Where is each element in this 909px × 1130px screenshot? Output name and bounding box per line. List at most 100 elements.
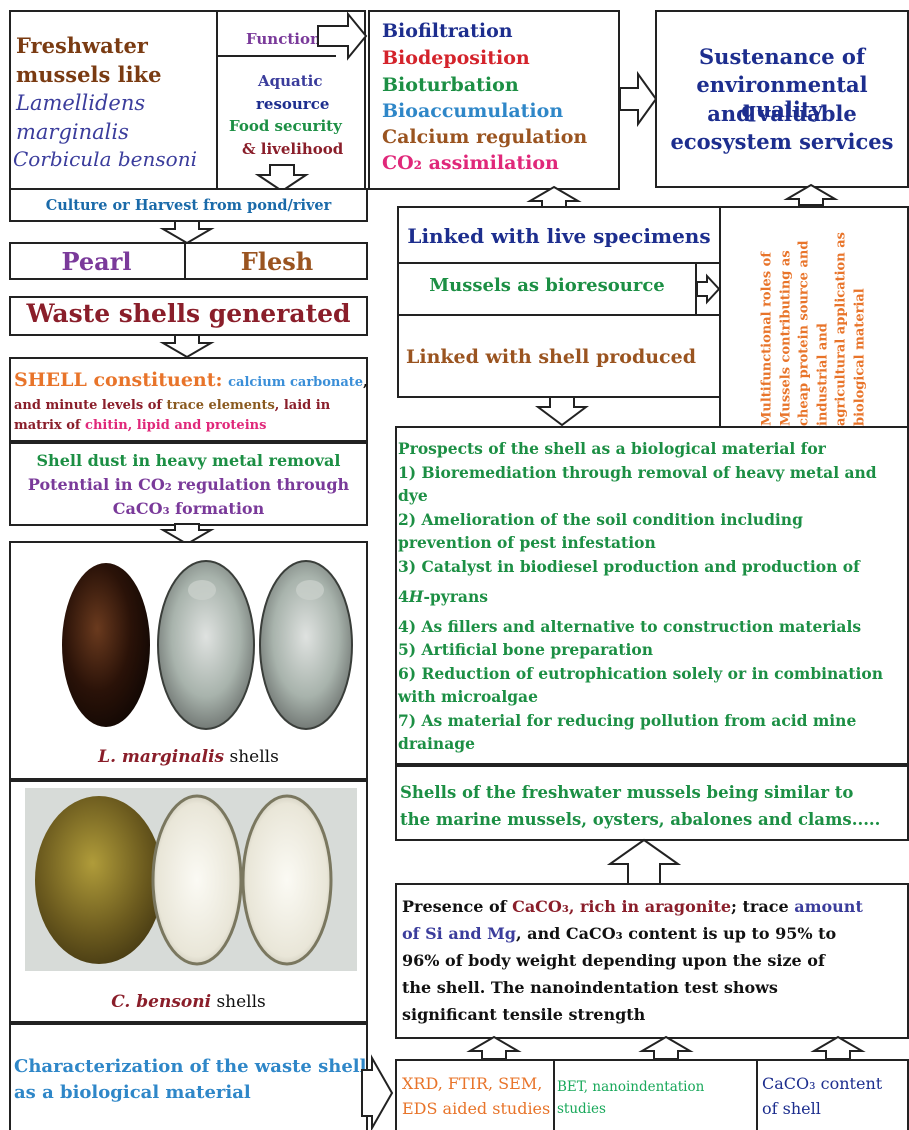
culture-text: Culture or Harvest from pond/river (45, 197, 332, 214)
arrow-to-sustenance (619, 70, 658, 128)
prospects-box (395, 426, 909, 765)
characterization-box (9, 1023, 368, 1130)
presence-line2: of Si and Mg, and CaCO₃ content is up to… (402, 924, 837, 943)
culture-box (9, 188, 368, 222)
cb-caption: C. bensoni shells (111, 992, 266, 1012)
caco3-box (756, 1059, 909, 1130)
multi-line3: cheap protein source and (796, 240, 812, 426)
xrd-line2: EDS aided studies (402, 1099, 551, 1118)
functions-arrow (317, 11, 368, 61)
multi-line6: biological material (852, 288, 867, 426)
similar-box (395, 765, 909, 841)
shell-constituent-line2: and minute levels of trace elements, lai… (14, 398, 331, 413)
arrow-down-aquatic (254, 164, 310, 193)
aquatic-line3: Food security (229, 117, 342, 135)
bioresource-text: Mussels as bioresource (429, 275, 665, 296)
prospect-7b: drainage (398, 734, 475, 753)
arrow-up-sustenance (783, 183, 839, 206)
arrow-to-multifunctional (696, 273, 721, 305)
characterization-line2: as a biological material (14, 1082, 251, 1103)
lm-shell-exterior (62, 563, 150, 727)
xrd-line1: XRD, FTIR, SEM, (402, 1074, 543, 1093)
bet-line2: studies (557, 1101, 606, 1117)
pearl-label: Pearl (61, 247, 132, 276)
prospect-6b: with microalgae (398, 687, 538, 706)
caco3-line1: CaCO₃ content (762, 1074, 883, 1093)
multi-line5: agricultural application as (833, 232, 849, 426)
presence-line4: the shell. The nanoindentation test show… (402, 978, 778, 997)
prospect-1a: 1) Bioremediation through removal of hea… (398, 462, 877, 482)
shell-constituent-box (9, 357, 368, 442)
lm-shell-interior-left (157, 560, 255, 730)
process-co2: CO₂ assimilation (382, 152, 559, 174)
prospect-2a: 2) Amelioration of the soil condition in… (398, 509, 803, 529)
caco3-aragonite: CaCO₃, rich in aragonite (512, 897, 732, 916)
multifunctional-box (719, 206, 909, 428)
prospects-title: Prospects of the shell as a biological m… (398, 439, 826, 458)
shell-constituent-line3: matrix of chitin, lipid and proteins (14, 418, 267, 433)
pearl-flesh-box (9, 242, 368, 280)
process-bioaccumulation: Bioaccumulation (382, 100, 564, 122)
aquatic-line2: resource (256, 95, 330, 113)
characterization-line1: Characterization of the waste shell (14, 1056, 367, 1077)
sustenance-line3: and valuable (707, 101, 857, 126)
xrd-box (395, 1059, 555, 1130)
si-mg: of Si and Mg (402, 924, 516, 943)
arrow-down-prospects (535, 396, 589, 427)
process-bioturbation: Bioturbation (382, 74, 519, 96)
lm-caption: L. marginalis shells (98, 747, 279, 767)
sustenance-line4: ecosystem services (670, 129, 894, 154)
prospect-1b: dye (398, 486, 428, 505)
waste-box (9, 296, 368, 336)
shell-dust-box (9, 442, 368, 526)
presence-box (395, 883, 909, 1039)
multi-line2: Mussels contributing as (778, 250, 793, 426)
arrow-up-bet (638, 1035, 694, 1060)
prospect-2b: prevention of pest infestation (398, 533, 656, 552)
arrow-down-culture (159, 220, 215, 245)
process-biodeposition: Biodeposition (382, 47, 530, 69)
arrow-to-studies (361, 1054, 394, 1130)
process-biofiltration: Biofiltration (382, 20, 513, 42)
bet-box (553, 1059, 758, 1130)
linked-live-box (397, 206, 721, 264)
prospect-5: 5) Artificial bone preparation (398, 640, 653, 659)
shell-constituent-title: SHELL constituent: (14, 369, 223, 391)
arrow-up-xrd (466, 1035, 522, 1060)
lm-shells-image (62, 560, 353, 730)
lm-shell-interior-right (259, 560, 353, 730)
shell-constituent-line1: SHELL constituent: calcium carbonate, (14, 369, 368, 391)
shell-dust-line3: CaCO₃ formation (112, 499, 265, 518)
similar-line1: Shells of the freshwater mussels being s… (400, 783, 854, 802)
arrow-up-similar (606, 838, 682, 885)
cb-caption-name: C. bensoni (111, 992, 212, 1012)
cb-shell-interior-right (241, 794, 333, 966)
prospect-3b: 4H-pyrans (398, 587, 488, 606)
mussels-line3: Lamellidens (16, 91, 146, 115)
process-calcium: Calcium regulation (382, 126, 588, 148)
lm-caption-name: L. marginalis (98, 747, 225, 767)
cb-shell-exterior (35, 796, 163, 964)
linked-live-text: Linked with live specimens (407, 224, 711, 248)
aquatic-line4: & livelihood (242, 140, 344, 158)
mussels-line2: mussels like (16, 62, 162, 87)
shell-dust-line2: Potential in CO₂ regulation through (27, 475, 350, 494)
processes-box (368, 10, 620, 190)
mussels-line4: marginalis (16, 120, 129, 144)
similar-line2: the marine mussels, oysters, abalones an… (400, 810, 881, 829)
prospect-6a: 6) Reduction of eutrophication solely or… (398, 663, 884, 683)
amount-word: amount (794, 897, 863, 916)
linked-shell-text: Linked with shell produced (406, 346, 696, 368)
functions-label: Functions (246, 30, 330, 48)
arrow-up-caco3 (810, 1035, 866, 1060)
flesh-label: Flesh (240, 247, 314, 276)
sustenance-box (655, 10, 909, 188)
multifunctional-text: Multifunctional roles of Mussels contrib… (719, 206, 909, 428)
cb-shells-image (25, 788, 357, 971)
bet-line1: BET, nanoindentation (557, 1079, 705, 1095)
prospects-list: Prospects of the shell as a biological m… (398, 437, 883, 756)
presence-text: Presence of CaCO₃, rich in aragonite; tr… (402, 893, 863, 1028)
trace-elements: trace elements (166, 398, 275, 413)
presence-line1: Presence of CaCO₃, rich in aragonite; tr… (402, 897, 863, 916)
multi-line4: industrial and (815, 323, 830, 426)
